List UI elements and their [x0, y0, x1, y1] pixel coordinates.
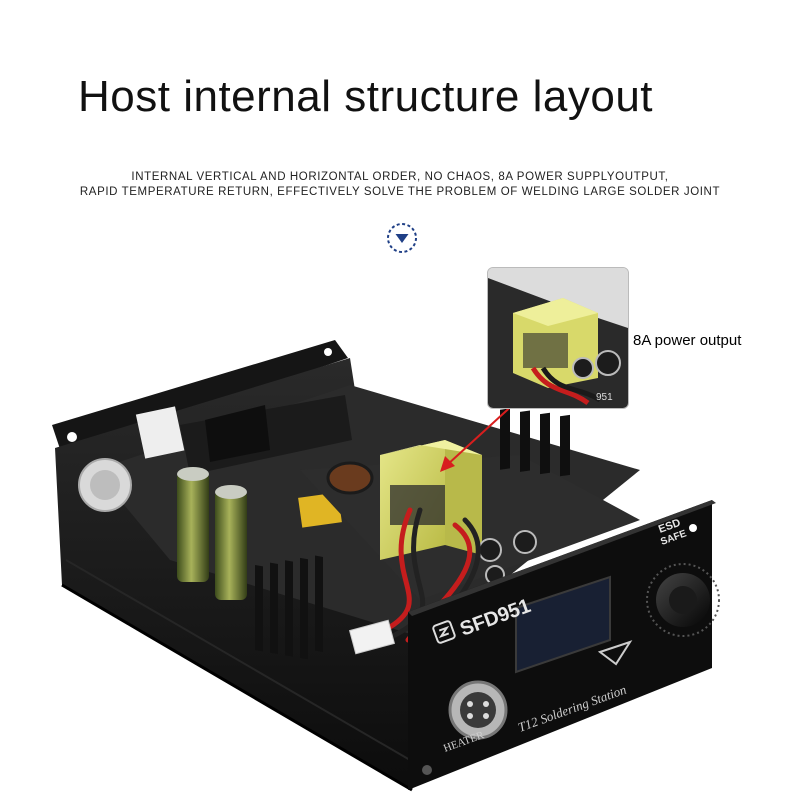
- page-title: Host internal structure layout: [78, 72, 654, 121]
- rear-panel: [52, 340, 348, 455]
- wire-connector: [348, 619, 396, 655]
- closeup-image: 951: [488, 268, 628, 408]
- heater-port: [448, 680, 508, 740]
- heatsink-left: [255, 555, 323, 660]
- brand-logo: [432, 620, 456, 644]
- subtitle-line-2: RAPID TEMPERATURE RETURN, EFFECTIVELY SO…: [79, 186, 721, 198]
- electrolytic-capacitors: [177, 467, 247, 600]
- transformer-closeup-inset: 951: [487, 267, 629, 409]
- pcb-label: 951: [596, 392, 613, 403]
- subtitle-line-1: INTERNAL VERTICAL AND HORIZONTAL ORDER, …: [131, 171, 669, 183]
- temperature-knob: [646, 563, 720, 637]
- page-subtitle: INTERNAL VERTICAL AND HORIZONTAL ORDER, …: [0, 170, 800, 200]
- oled-screen: [515, 575, 611, 674]
- chevron-down-circle-icon: [387, 223, 417, 253]
- heatsink-right: [500, 408, 570, 477]
- callout-label: 8A power output: [633, 332, 742, 349]
